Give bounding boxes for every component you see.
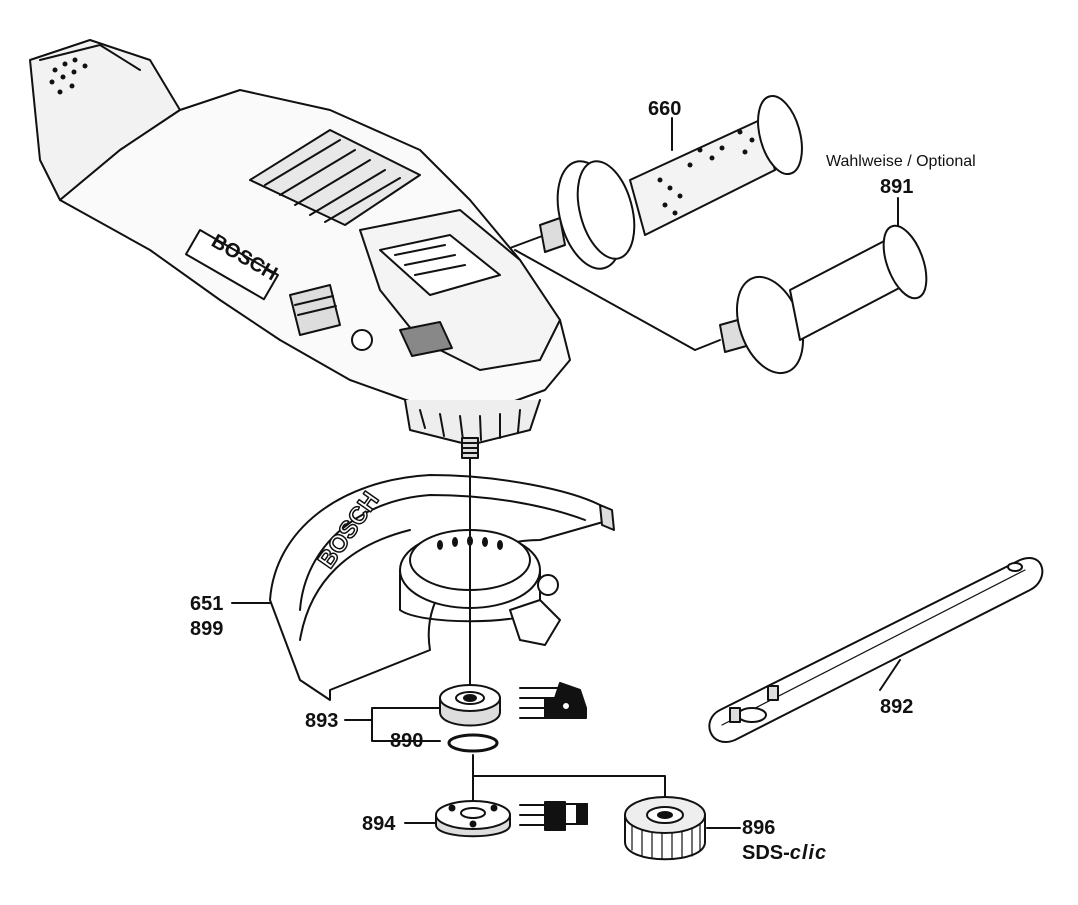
bracket-893-890 (344, 707, 441, 742)
label-part-660: 660 (648, 98, 682, 120)
handle-660 (509, 95, 803, 270)
label-part-899: 899 (190, 618, 224, 640)
label-part-890: 890 (390, 730, 424, 752)
label-part-894: 894 (362, 813, 396, 835)
leader-892 (879, 659, 901, 691)
handle-891 (514, 224, 928, 375)
angle-grinder-body: BOSCH (29, 39, 571, 459)
label-part-893: 893 (305, 710, 339, 732)
grip-dots (657, 129, 755, 216)
flange-894 (435, 800, 511, 838)
mounting-icon-upper (519, 682, 587, 719)
label-sds: SDS- (742, 842, 790, 864)
branch-line-896 (472, 775, 666, 801)
vent-dots (49, 57, 88, 95)
label-part-892: 892 (880, 696, 914, 718)
label-part-651: 651 (190, 593, 224, 615)
label-optional: Wahlweise / Optional (826, 153, 976, 170)
label-sds-clic: SDS-clic (742, 843, 827, 863)
o-ring-890 (447, 733, 499, 753)
label-clic: clic (789, 842, 828, 864)
brand-plate (185, 229, 279, 301)
quick-nut-896 (624, 796, 706, 861)
mounting-icon-lower (519, 801, 588, 831)
flange-893 (439, 684, 501, 727)
wheel-guard-651: BOSCH (269, 474, 615, 701)
spanner-892 (708, 557, 1044, 743)
label-part-896: 896 (742, 817, 776, 839)
label-part-891: 891 (880, 176, 914, 198)
